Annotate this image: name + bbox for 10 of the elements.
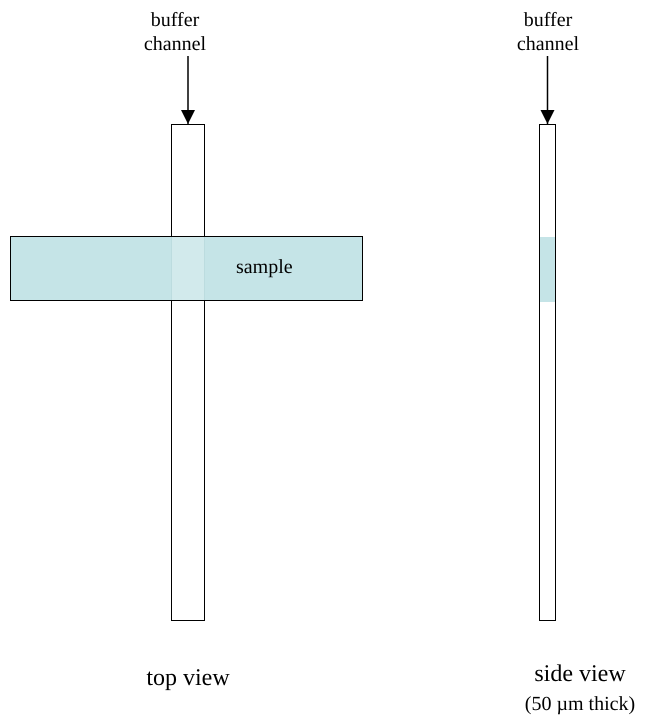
view-caption: top view [146,664,230,692]
thickness-note: (50 µm thick) [524,692,636,716]
buffer-channel-label: buffer channel [503,8,593,56]
arrow [181,56,195,124]
buffer-channel-label: buffer channel [130,8,220,56]
sample-label: sample [236,255,293,279]
sample-channel [10,236,363,301]
view-caption: side view [534,660,626,688]
arrow [540,56,554,124]
buffer-channel [539,124,556,621]
